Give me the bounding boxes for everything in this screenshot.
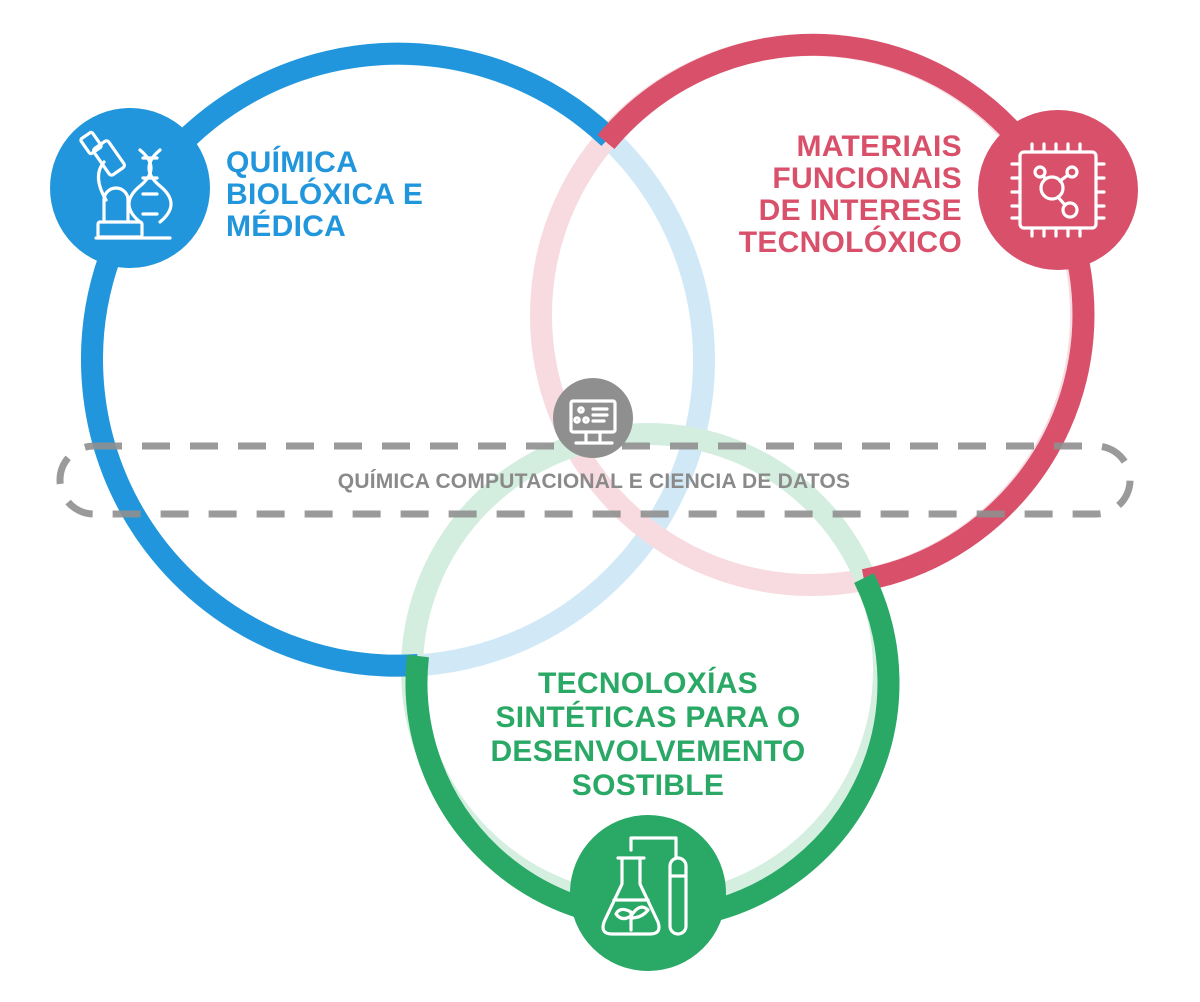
red-label-line-4: TECNOLÓXICO bbox=[739, 225, 962, 259]
green-label-line-2: SINTÉTICAS PARA O bbox=[495, 700, 800, 734]
red-label-line-1: MATERIAIS bbox=[797, 130, 962, 163]
blue-label-line-3: MÉDICA bbox=[226, 209, 346, 243]
blue-label-line-1: QUÍMICA bbox=[226, 145, 358, 179]
green-label: TECNOLOXÍAS SINTÉTICAS PARA O DESENVOLVE… bbox=[490, 666, 805, 802]
green-label-line-1: TECNOLOXÍAS bbox=[538, 666, 758, 700]
red-label-line-3: DE INTERESE bbox=[759, 194, 962, 227]
microscope-dna-icon bbox=[50, 108, 210, 268]
blue-label: QUÍMICA BIOLÓXICA E MÉDICA bbox=[226, 145, 423, 243]
chip-molecule-icon bbox=[978, 110, 1138, 270]
computer-molecule-icon bbox=[553, 378, 633, 458]
green-label-line-3: DESENVOLVEMENTO bbox=[490, 735, 805, 768]
center-label: QUÍMICA COMPUTACIONAL E CIENCIA DE DATOS bbox=[338, 470, 850, 493]
green-label-line-4: SOSTIBLE bbox=[572, 769, 724, 802]
blue-label-line-2: BIOLÓXICA E bbox=[226, 177, 423, 211]
red-label: MATERIAIS FUNCIONAIS DE INTERESE TECNOLÓ… bbox=[739, 130, 962, 259]
flask-plant-testtube-icon bbox=[570, 815, 726, 971]
red-label-line-2: FUNCIONAIS bbox=[772, 162, 962, 195]
